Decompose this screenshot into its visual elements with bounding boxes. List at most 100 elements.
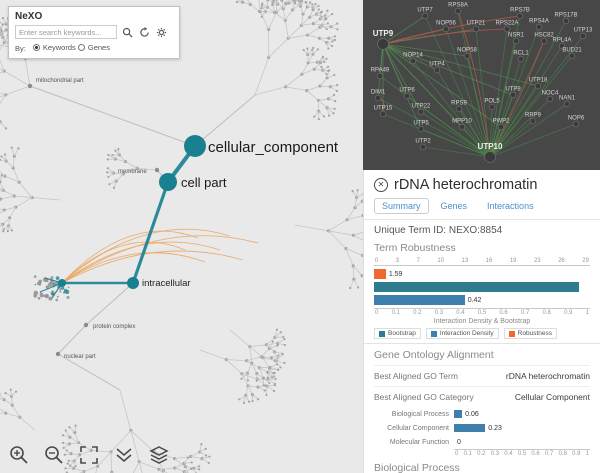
network-node-label: RCL1 [513, 51, 529, 57]
network-node[interactable] [546, 95, 554, 103]
search-icon[interactable] [121, 26, 134, 39]
network-node[interactable] [419, 143, 427, 151]
axis-tick: 23 [533, 258, 541, 264]
tree-term-label[interactable]: protein complex [93, 324, 135, 330]
axis-tick: 26 [558, 258, 565, 264]
network-node[interactable] [379, 110, 387, 118]
refresh-icon[interactable] [138, 26, 151, 39]
expand-all-button[interactable] [113, 443, 137, 467]
network-node[interactable] [409, 57, 417, 65]
layers-button[interactable] [148, 443, 172, 467]
network-node[interactable] [403, 92, 411, 100]
network-node-label: POL5 [484, 99, 500, 105]
network-node[interactable] [455, 105, 463, 113]
selected-term-node[interactable] [184, 135, 206, 157]
tree-term-label[interactable]: nuclear part [64, 354, 96, 360]
axis-tick: 0 [455, 451, 459, 457]
tree-term-label[interactable]: mitochondrial part [36, 78, 84, 84]
zoom-in-button[interactable] [8, 443, 32, 467]
axis-tick: 13 [461, 258, 469, 264]
network-node[interactable] [377, 38, 389, 50]
tab-interactions[interactable]: Interactions [487, 201, 534, 211]
radio-label: Keywords [42, 43, 76, 52]
axis-tick: 0.8 [542, 310, 551, 316]
legend-swatch [508, 330, 515, 337]
network-node[interactable] [563, 100, 571, 108]
settings-gear-icon[interactable] [155, 26, 168, 39]
network-node-label: DIM1 [371, 90, 386, 96]
zoom-out-button[interactable] [43, 443, 67, 467]
network-node[interactable] [442, 25, 450, 33]
axis-tick: 0.5 [517, 451, 527, 457]
tree-term-label[interactable]: cellular_component [208, 139, 339, 156]
network-node[interactable] [497, 123, 505, 131]
term-robustness-heading: Term Robustness [374, 242, 456, 254]
network-node[interactable] [517, 55, 525, 63]
network-node-label: UTP13 [574, 28, 593, 34]
tree-term-label[interactable]: membrane [118, 169, 147, 175]
network-node[interactable] [454, 7, 462, 15]
axis-tick: 1 [585, 451, 589, 457]
tree-term-label[interactable]: intracellular [142, 278, 191, 289]
network-node-label: RPL4A [552, 38, 571, 44]
network-node[interactable] [558, 42, 566, 50]
search-input[interactable] [15, 25, 117, 39]
network-node[interactable] [458, 123, 466, 131]
selected-term-node[interactable] [159, 173, 177, 191]
network-node[interactable] [562, 17, 570, 25]
network-node[interactable] [376, 72, 384, 80]
axis-tick: 3 [395, 258, 400, 264]
tab-genes[interactable]: Genes [440, 201, 468, 211]
tree-term-node[interactable] [27, 83, 33, 89]
network-node-label: NAN1 [559, 96, 576, 102]
search-by-keywords[interactable]: Keywords [32, 43, 76, 52]
robustness-bar-row: 1.59 [374, 269, 590, 279]
network-node[interactable] [572, 120, 580, 128]
network-node[interactable] [568, 52, 576, 60]
network-node-label: UTP7 [417, 8, 433, 14]
tree-term-node[interactable] [83, 322, 89, 328]
selected-term-node[interactable] [58, 279, 66, 287]
network-node[interactable] [535, 23, 543, 31]
close-term-icon[interactable]: ✕ [374, 178, 388, 192]
network-node[interactable] [488, 103, 496, 111]
network-node[interactable] [484, 151, 496, 163]
tab-summary[interactable]: Summary [374, 198, 429, 214]
search-by-genes[interactable]: Genes [77, 43, 110, 52]
fit-view-button[interactable] [78, 443, 102, 467]
tree-term-node[interactable] [55, 351, 61, 357]
network-node[interactable] [529, 117, 537, 125]
selected-term-node[interactable] [127, 277, 139, 289]
network-node-label: UTP4 [429, 62, 445, 68]
network-node[interactable] [509, 91, 517, 99]
axis-tick: 10 [437, 258, 445, 264]
legend-label: Bootstrap [388, 330, 416, 337]
network-node[interactable] [374, 94, 382, 102]
view-toolbar [8, 443, 172, 467]
robustness-bar [374, 269, 386, 279]
axis-tick: 0.6 [531, 451, 540, 457]
axis-tick: 0.7 [544, 451, 554, 457]
network-node[interactable] [417, 108, 425, 116]
network-node[interactable] [540, 37, 548, 45]
network-node[interactable] [579, 32, 587, 40]
network-node[interactable] [516, 12, 524, 20]
network-node[interactable] [503, 25, 511, 33]
network-node-label: RPS4A [529, 19, 549, 25]
network-node[interactable] [417, 125, 425, 133]
network-node[interactable] [433, 66, 441, 74]
tree-term-node[interactable] [154, 167, 160, 173]
tree-term-label[interactable]: cell part [181, 175, 227, 190]
network-node[interactable] [512, 37, 520, 45]
network-node[interactable] [534, 82, 542, 90]
radio-label: Genes [87, 43, 110, 52]
network-node[interactable] [463, 52, 471, 60]
network-node[interactable] [421, 12, 429, 20]
network-node[interactable] [472, 25, 480, 33]
bar-value-label: 1.59 [388, 270, 403, 278]
